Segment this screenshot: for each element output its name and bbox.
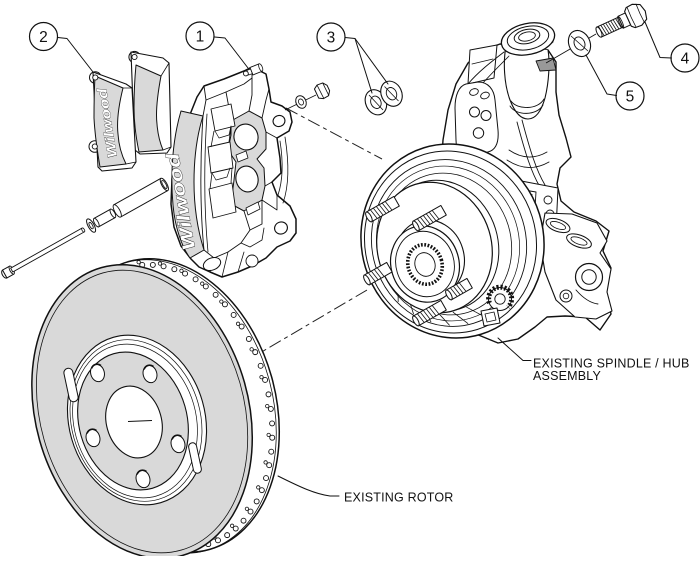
svg-text:5: 5 xyxy=(626,89,635,106)
svg-text:2: 2 xyxy=(39,29,48,46)
svg-text:EXISTING ROTOR: EXISTING ROTOR xyxy=(344,491,454,505)
svg-text:4: 4 xyxy=(681,51,690,68)
svg-text:3: 3 xyxy=(327,30,336,47)
svg-text:1: 1 xyxy=(196,29,205,46)
svg-text:ASSEMBLY: ASSEMBLY xyxy=(533,369,602,383)
